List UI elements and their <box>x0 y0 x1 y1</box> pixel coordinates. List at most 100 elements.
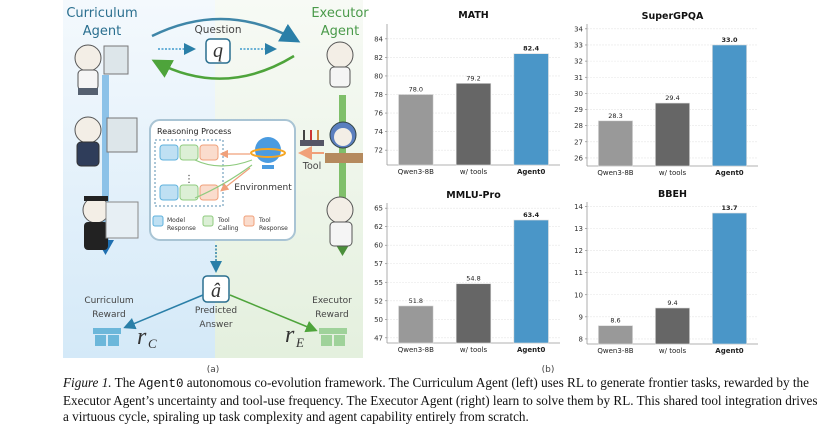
legend-swatch-model-response <box>152 215 164 227</box>
bar-value-label: 78.0 <box>409 86 423 94</box>
panel-label-b: (b) <box>542 365 555 375</box>
env-response-arrow <box>220 167 251 192</box>
x-tick-label: Qwen3-8B <box>398 346 434 354</box>
predicted-answer-label-2: Answer <box>199 320 232 330</box>
executor-bear-mechanic-icon <box>326 196 354 247</box>
y-tick-label: 82 <box>374 54 383 62</box>
model-response-block <box>159 144 179 161</box>
bar-agent0 <box>513 219 549 344</box>
bar-value-label: 79.2 <box>466 74 480 82</box>
curriculum-progress-bar <box>102 75 109 245</box>
executor-agent-title-2: Agent <box>321 24 359 39</box>
x-tick-label: w/ tools <box>659 347 687 355</box>
y-tick-label: 27 <box>574 138 583 146</box>
bar-qwen3-8b <box>598 325 633 345</box>
question-label: Question <box>195 24 242 36</box>
y-tick-label: 50 <box>374 316 383 324</box>
chart-title: MMLU-Pro <box>446 190 501 201</box>
x-tick-label: w/ tools <box>460 346 488 354</box>
answer-box <box>202 275 230 303</box>
caption-prefix: Figure 1. <box>63 375 112 390</box>
y-tick-label: 55 <box>374 279 383 287</box>
y-tick-label: 74 <box>374 128 383 136</box>
y-tick-label: 52 <box>374 297 383 305</box>
legend-tool-response-2: Response <box>259 225 288 232</box>
executor-reward-subscript: E <box>295 335 304 350</box>
caption-text-1: The <box>111 375 139 390</box>
legend-swatch-tool-response <box>243 215 255 227</box>
model-response-block <box>159 184 179 201</box>
curriculum-bear-student-icon <box>74 44 129 95</box>
x-tick-label: Qwen3-8B <box>597 169 633 177</box>
y-tick-label: 76 <box>374 110 383 118</box>
bar-qwen3-8b <box>598 120 633 167</box>
x-tick-label: Agent0 <box>715 169 744 177</box>
legend-tool-response-1: Tool <box>258 217 271 224</box>
environment-label: Environment <box>234 183 292 193</box>
tool-response-block <box>199 144 219 161</box>
y-tick-label: 72 <box>374 147 383 155</box>
tool-label: Tool <box>302 161 321 172</box>
y-tick-label: 84 <box>374 35 383 43</box>
bar-value-label: 63.4 <box>523 211 540 219</box>
y-tick-label: 57 <box>374 260 383 268</box>
tool-call-arrow <box>194 159 253 167</box>
x-tick-label: Agent0 <box>715 347 744 355</box>
curriculum-agent-title-2: Agent <box>83 24 121 39</box>
feedback-arc-arrow <box>151 54 295 80</box>
bar-w-tools <box>455 283 492 344</box>
legend-model-response-2: Response <box>167 225 196 232</box>
bar-value-label: 28.3 <box>608 112 622 120</box>
legend-model-response-1: Model <box>167 217 185 224</box>
y-tick-label: 12 <box>574 247 583 255</box>
y-tick-label: 8 <box>579 335 583 343</box>
bar-w-tools <box>455 83 492 166</box>
curriculum-reward-arrow <box>123 294 204 330</box>
chart-title: BBEH <box>658 189 687 200</box>
panel-label-a: (a) <box>207 365 220 375</box>
executor-reward-symbol: r <box>285 322 295 348</box>
y-tick-label: 60 <box>374 242 383 250</box>
tool-calling-block <box>179 184 199 201</box>
x-tick-label: Qwen3-8B <box>597 347 633 355</box>
curriculum-reward-symbol: r <box>137 324 147 350</box>
y-tick-label: 10 <box>574 291 583 299</box>
bar-qwen3-8b <box>398 305 434 344</box>
chart-mmlu-pro: MMLU-Pro475052555760626551.8Qwen3-8B54.8… <box>374 190 560 354</box>
question-symbol: q <box>213 40 223 62</box>
y-tick-label: 29 <box>574 106 583 114</box>
curriculum-agent-title-1: Curriculum <box>66 6 137 21</box>
x-tick-label: Agent0 <box>517 168 546 176</box>
bar-qwen3-8b <box>398 94 434 166</box>
bar-value-label: 51.8 <box>409 297 423 305</box>
legend-swatch-tool-calling <box>202 215 214 227</box>
executor-progress-bar <box>339 95 346 245</box>
executor-reward-label-2: Reward <box>315 310 349 320</box>
answer-symbol: â <box>211 280 221 302</box>
y-tick-label: 13 <box>574 225 583 233</box>
executor-reward-label-1: Executor <box>312 296 352 306</box>
bar-value-label: 8.6 <box>610 317 620 325</box>
executor-reward-gift-icon <box>319 328 347 346</box>
x-tick-label: w/ tools <box>659 169 687 177</box>
caption-text-2: autonomous co-evolution framework. The C… <box>63 375 818 425</box>
reasoning-legend: Model Response Tool Calling Tool Respons… <box>152 215 288 232</box>
bar-value-label: 33.0 <box>721 36 738 44</box>
executor-agent-title-1: Executor <box>311 6 369 21</box>
reasoning-steps-frame <box>154 139 224 207</box>
y-tick-label: 30 <box>574 90 583 98</box>
y-tick-label: 34 <box>574 25 583 33</box>
executor-bear-icon <box>326 41 354 88</box>
y-tick-label: 47 <box>374 334 383 342</box>
tool-response-block <box>199 184 219 201</box>
bar-value-label: 54.8 <box>466 275 480 283</box>
y-tick-label: 62 <box>374 223 383 231</box>
y-tick-label: 11 <box>574 269 583 277</box>
caption-code: Agent0 <box>138 377 184 391</box>
bar-value-label: 29.4 <box>665 94 679 102</box>
bar-w-tools <box>655 102 690 167</box>
y-tick-label: 33 <box>574 41 583 49</box>
chart-supergpqa: SuperGPQA26272829303132333428.3Qwen3-8B2… <box>574 11 758 177</box>
